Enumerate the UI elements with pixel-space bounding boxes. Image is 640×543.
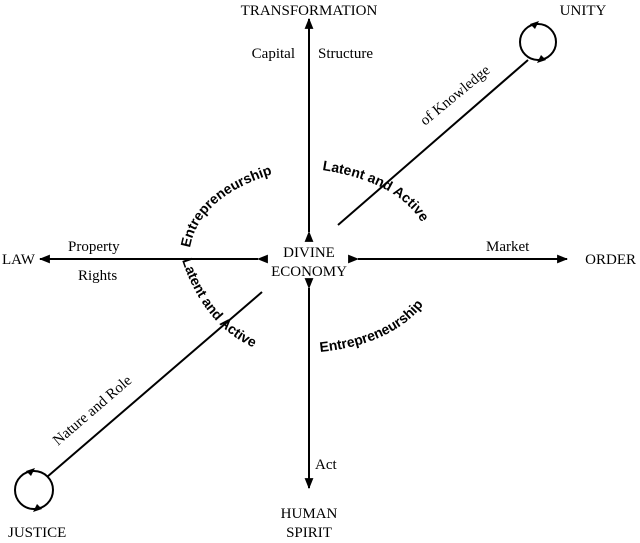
node-spirit: SPIRIT	[286, 525, 332, 541]
curved-label-entrepreneurship-lower: Entrepreneurship	[319, 296, 426, 355]
edge-label-act: Act	[315, 457, 337, 473]
edge-label-property: Property	[68, 239, 120, 255]
node-divine: DIVINE	[283, 245, 335, 261]
unity-cycle-icon	[519, 21, 557, 63]
node-economy: ECONOMY	[271, 264, 347, 280]
edge-label-structure: Structure	[318, 46, 373, 62]
node-unity: UNITY	[560, 3, 607, 19]
edge-label-capital: Capital	[252, 46, 295, 62]
edge-label-rights: Rights	[78, 268, 117, 284]
diagonal-line-unity	[337, 59, 529, 226]
justice-cycle-icon	[14, 468, 54, 512]
node-justice: JUSTICE	[8, 525, 66, 541]
curved-label-latent-active-lower: Latent and Active	[179, 256, 259, 351]
node-transformation: TRANSFORMATION	[241, 3, 378, 19]
node-law: LAW	[2, 252, 36, 268]
curved-label-entrepreneurship-upper: Entrepreneurship	[177, 162, 273, 249]
diagonal-line-justice	[46, 291, 263, 478]
edge-label-market: Market	[486, 239, 530, 255]
node-human: HUMAN	[281, 506, 338, 522]
edge-label-of-knowledge: of Knowledge	[417, 62, 493, 129]
node-order: ORDER	[585, 252, 636, 268]
